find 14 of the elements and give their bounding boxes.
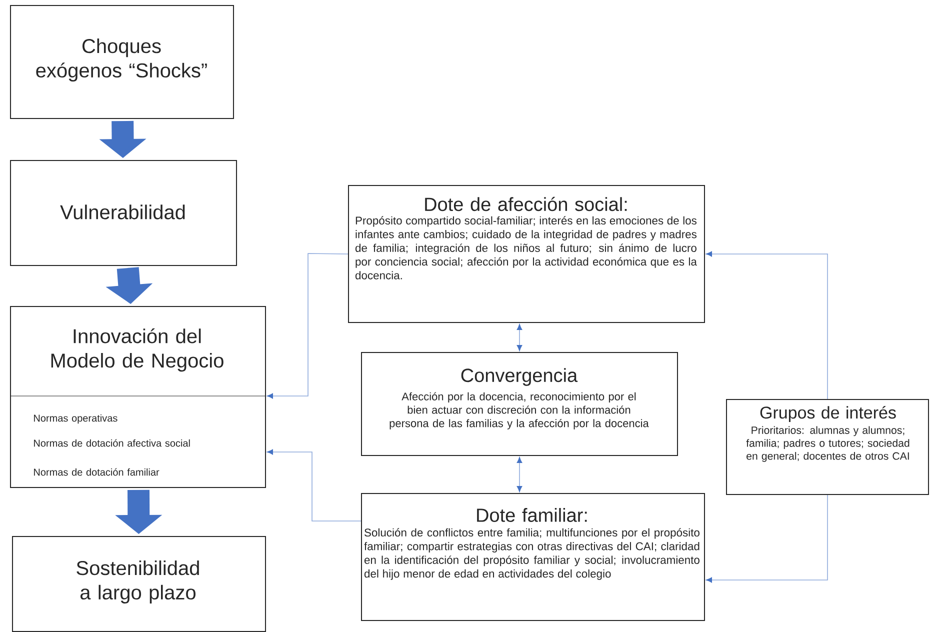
connector-arrow	[516, 324, 522, 351]
connector-arrow	[516, 457, 522, 492]
process-box: Innovación del Modelo de Negocio Normas operativas Normas de dotación afectiva social Normas de dotación familiar	[10, 306, 266, 488]
process-box: Grupos de interés Prioritarios: alumnas y alumnos; familia; padres o tutores; sociedad en general; docentes de otros CAI	[726, 398, 929, 495]
process-box: Choques exógenos “Shocks”	[10, 5, 234, 119]
process-box: Sostenibilidad a largo plazo	[12, 536, 266, 632]
connector-arrow	[706, 251, 828, 400]
process-box: Vulnerabilidad	[10, 160, 237, 266]
connector-arrow	[267, 449, 362, 522]
process-box: Convergencia Afección por la docencia, reconocimiento por el bien actuar con discreción con la información persona de las familias y la afección por la docencia	[361, 352, 678, 456]
process-box: Dote de afección social: Propósito compartido social-familiar; interés en las emociones de los infantes ante cambios; cuidado de la integridad de padres y madres de familia; integración de los niños al futuro; sin ánimo de lucro por conciencia social; afección por la actividad económica que es la docencia.	[348, 185, 705, 323]
connector-arrow	[706, 494, 828, 583]
process-box: Dote familiar: Solución de conflictos entre familia; multifunciones por el propósito familiar; compartir estrategias con otras directivas del CAI; claridad en la identificación del propósito familiar y social; involucramiento del hijo menor de edad en actividades del colegio	[361, 492, 705, 621]
connector-arrow	[267, 253, 348, 399]
